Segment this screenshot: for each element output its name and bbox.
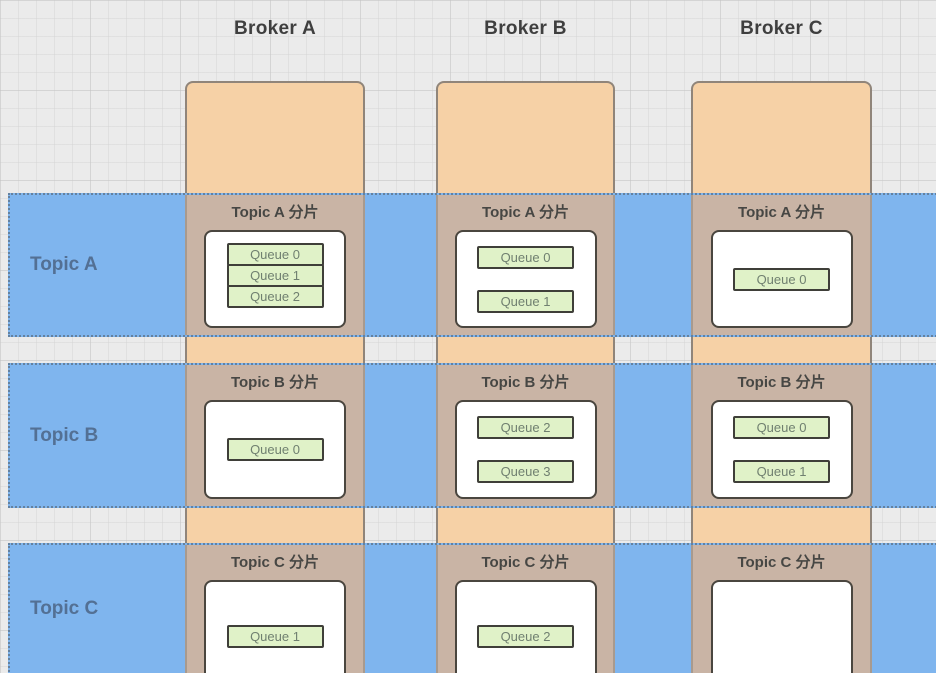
queue-chip: Queue 0	[477, 245, 574, 269]
topic-label: Topic B	[30, 424, 99, 446]
shard-box: Queue 0 Queue 1	[710, 400, 853, 499]
queue-chip: Queue 0	[733, 267, 830, 291]
topic-band: Topic B Topic B 分片 Queue 0 Topic B 分片 Queue …	[8, 363, 936, 508]
queue-chip: Queue 1	[226, 264, 324, 287]
queue-chip: Queue 0	[733, 416, 830, 439]
queue-chip: Queue 1	[226, 625, 324, 648]
queue-chip: Queue 0	[226, 438, 324, 461]
shard-label: Topic C 分片	[737, 554, 826, 571]
broker-header: Broker A	[234, 18, 316, 39]
shard-label: Topic A 分片	[231, 204, 319, 221]
shard-label: Topic A 分片	[482, 204, 569, 221]
shard-cell: Topic B 分片 Queue 0 Queue 1	[691, 365, 872, 506]
queue-chip: Queue 3	[477, 460, 574, 483]
shard-label: Topic C 分片	[230, 554, 320, 571]
shard-cell: Topic B 分片 Queue 0	[185, 365, 365, 506]
shard-box: Queue 2 Queue 3	[454, 400, 597, 499]
shard-cell: Topic C 分片 Queue 2	[436, 545, 615, 673]
shard-label: Topic C 分片	[481, 554, 570, 571]
shard-box	[710, 580, 853, 673]
shard-box: Queue 0	[204, 400, 346, 499]
shard-label: Topic B 分片	[481, 374, 570, 391]
broker-header: Broker B	[484, 18, 567, 39]
queue-chip: Queue 2	[477, 625, 574, 648]
shard-box: Queue 2	[454, 580, 597, 673]
shard-label: Topic B 分片	[737, 374, 826, 391]
topic-band: Topic C Topic C 分片 Queue 1 Topic C 分片 Queue …	[8, 543, 936, 673]
shard-cell: Topic B 分片 Queue 2 Queue 3	[436, 365, 615, 506]
shard-label: Topic B 分片	[230, 374, 320, 391]
shard-label: Topic A 分片	[738, 204, 825, 221]
shard-box: Queue 1	[204, 580, 346, 673]
shard-cell: Topic C 分片	[691, 545, 872, 673]
topic-label: Topic A	[30, 254, 98, 275]
queue-chip: Queue 2	[226, 285, 324, 308]
shard-box: Queue 0 Queue 1	[454, 230, 597, 328]
queue-chip: Queue 1	[733, 460, 830, 483]
shard-cell: Topic C 分片 Queue 1	[185, 545, 365, 673]
topic-label: Topic C	[30, 598, 99, 619]
queue-chip: Queue 0	[226, 243, 324, 266]
queue-chip: Queue 2	[477, 416, 574, 439]
queue-chip: Queue 1	[477, 289, 574, 313]
broker-header: Broker C	[740, 18, 823, 39]
shard-cell: Topic A 分片 Queue 0	[691, 195, 872, 335]
shard-box: Queue 0	[710, 230, 853, 328]
shard-cell: Topic A 分片 Queue 0 Queue 1	[436, 195, 615, 335]
